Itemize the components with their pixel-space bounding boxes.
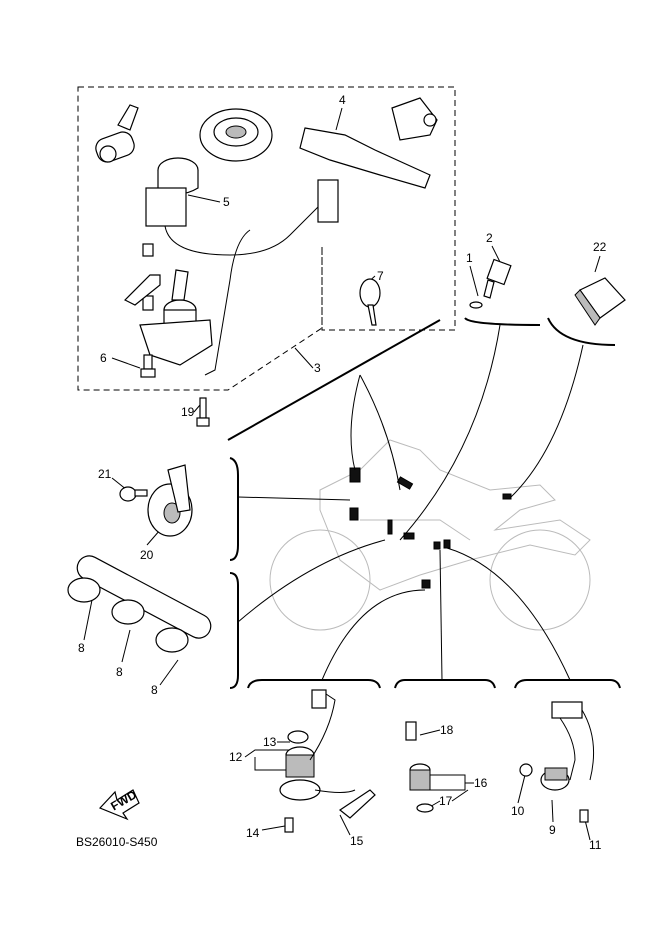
callout-16: 16 [474,776,488,790]
callout-2: 2 [486,231,493,245]
leader-lines [83,107,621,841]
main-switch-group-outline [77,86,456,391]
part-location-marks [349,467,512,589]
callout-22: 22 [593,240,607,254]
callout-20: 20 [140,548,154,562]
callout-17: 17 [439,794,453,808]
callout-19: 19 [181,405,195,419]
callout-11: 11 [589,838,602,852]
callout-14: 14 [246,826,260,840]
callout-18: 18 [440,723,454,737]
callout-21: 21 [98,467,112,481]
callout-8: 8 [151,683,158,697]
callout-6: 6 [100,351,107,365]
diagram-code: BS26010-S450 [76,835,158,849]
part-drawings [67,97,626,833]
callout-9: 9 [549,823,556,837]
callout-10: 10 [511,804,525,818]
callout-13: 13 [263,735,277,749]
callout-8: 8 [78,641,85,655]
callout-12: 12 [229,750,243,764]
callout-1: 1 [466,251,473,265]
callout-8: 8 [116,665,123,679]
fwd-arrow-icon: FWD [98,787,140,821]
callout-7: 7 [377,269,384,283]
callout-5: 5 [223,195,230,209]
callout-3: 3 [314,361,321,375]
callout-4: 4 [339,93,346,107]
motorcycle-outline [269,439,591,631]
callout-15: 15 [350,834,364,848]
callouts: 1 2 3 4 5 6 7 8 8 8 9 10 11 12 13 14 15 … [78,93,607,852]
